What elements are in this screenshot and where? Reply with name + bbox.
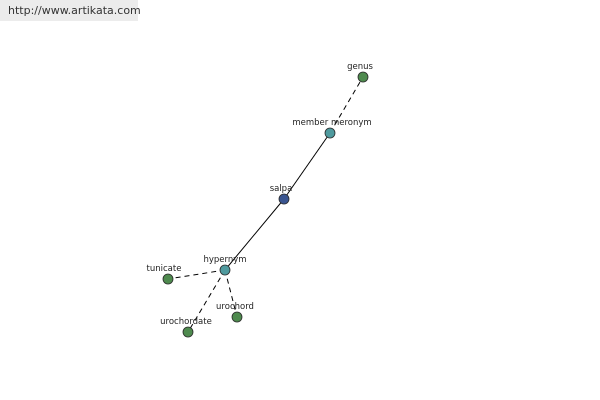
- node-hypernym-dot[interactable]: [219, 264, 231, 276]
- node-salpa[interactable]: salpa: [270, 184, 293, 205]
- edge-salpa-member-meronym: [283, 132, 331, 200]
- node-salpa-dot[interactable]: [278, 193, 290, 205]
- node-tunicate[interactable]: tunicate: [147, 264, 182, 285]
- node-urochordate-label[interactable]: urochordate: [160, 317, 212, 327]
- node-tunicate-label[interactable]: tunicate: [147, 264, 182, 274]
- edge-salpa-hypernym: [224, 198, 285, 271]
- node-member-meronym-dot[interactable]: [324, 127, 336, 139]
- node-genus[interactable]: genus: [347, 62, 373, 83]
- node-urochord-dot[interactable]: [231, 311, 243, 323]
- edge-member-meronym-genus: [329, 76, 364, 134]
- edge-hypernym-urochordate: [187, 269, 226, 333]
- node-genus-label[interactable]: genus: [347, 62, 373, 72]
- node-urochordate[interactable]: urochordate: [160, 317, 212, 338]
- source-url-banner[interactable]: http://www.artikata.com: [0, 0, 141, 21]
- node-hypernym-label[interactable]: hypernym: [203, 255, 246, 265]
- node-member-meronym-label[interactable]: member meronym: [292, 118, 371, 128]
- edge-hypernym-urochord: [224, 269, 238, 318]
- edge-hypernym-tunicate: [167, 269, 226, 280]
- node-urochord[interactable]: urochord: [216, 302, 254, 323]
- node-genus-dot[interactable]: [357, 71, 369, 83]
- node-tunicate-dot[interactable]: [162, 273, 174, 285]
- node-salpa-label[interactable]: salpa: [270, 184, 293, 194]
- node-member-meronym[interactable]: member meronym: [292, 118, 372, 139]
- node-urochordate-dot[interactable]: [182, 326, 194, 338]
- node-urochord-label[interactable]: urochord: [216, 302, 254, 312]
- graph-edges: [167, 76, 364, 333]
- graph-nodes: genus member meronym salpa hypernym tuni…: [147, 62, 373, 338]
- node-hypernym[interactable]: hypernym: [203, 255, 247, 276]
